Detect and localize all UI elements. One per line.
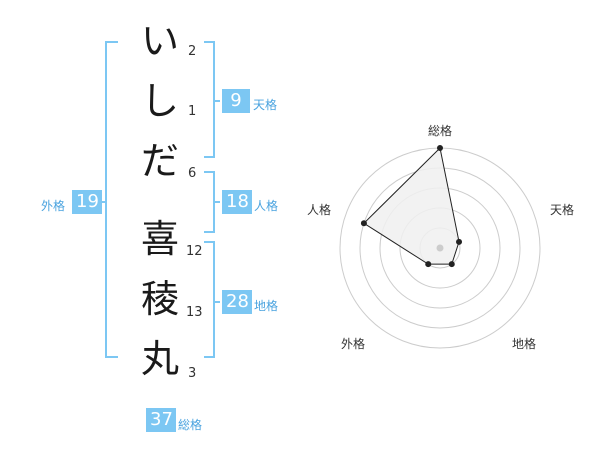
tenkaku-label: 天格 xyxy=(253,98,278,112)
name-char-5: 稜 xyxy=(140,277,179,321)
name-char-3: だ xyxy=(140,139,179,183)
name-char-4: 喜 xyxy=(140,217,179,261)
chikaku-bracket xyxy=(204,241,215,358)
jinkaku-label: 人格 xyxy=(254,199,279,213)
radar-point-5 xyxy=(360,220,367,227)
radar-value-polygon xyxy=(363,146,460,265)
stroke-count-1: 2 xyxy=(188,44,197,59)
chikaku-label: 地格 xyxy=(254,299,279,313)
stroke-count-2: 1 xyxy=(188,104,197,119)
radar-axis-label-tenkaku: 天格 xyxy=(550,203,575,217)
jinkaku-value-badge: 18 xyxy=(222,190,252,214)
chikaku-value-badge: 28 xyxy=(222,290,252,314)
gaikaku-value-badge: 19 xyxy=(72,190,102,214)
radar-point-2 xyxy=(456,238,463,245)
radar-point-4 xyxy=(425,261,432,268)
name-char-1: い xyxy=(140,19,179,63)
stroke-count-5: 13 xyxy=(186,305,203,320)
radar-axis-label-jinkaku: 人格 xyxy=(307,203,332,217)
stroke-count-4: 12 xyxy=(186,244,203,259)
stroke-count-3: 6 xyxy=(188,166,197,181)
gaikaku-label: 外格 xyxy=(41,199,66,213)
stroke-count-6: 3 xyxy=(188,366,197,381)
radar-point-3 xyxy=(448,261,455,268)
tenkaku-value-badge: 9 xyxy=(222,89,250,113)
soukaku-value-badge: 37 xyxy=(146,408,176,432)
radar-axis-label-gaikaku: 外格 xyxy=(341,337,366,351)
name-char-6: 丸 xyxy=(140,337,179,381)
radar-point-1 xyxy=(437,145,443,151)
soukaku-label: 総格 xyxy=(178,418,203,432)
name-char-2: し xyxy=(140,79,179,123)
radar-axis-label-soukaku: 総格 xyxy=(428,124,453,138)
radar-center-dot xyxy=(436,244,444,252)
tenkaku-bracket xyxy=(204,41,215,158)
gaikaku-bracket xyxy=(105,41,118,358)
radar-axis-label-chikaku: 地格 xyxy=(512,337,537,351)
